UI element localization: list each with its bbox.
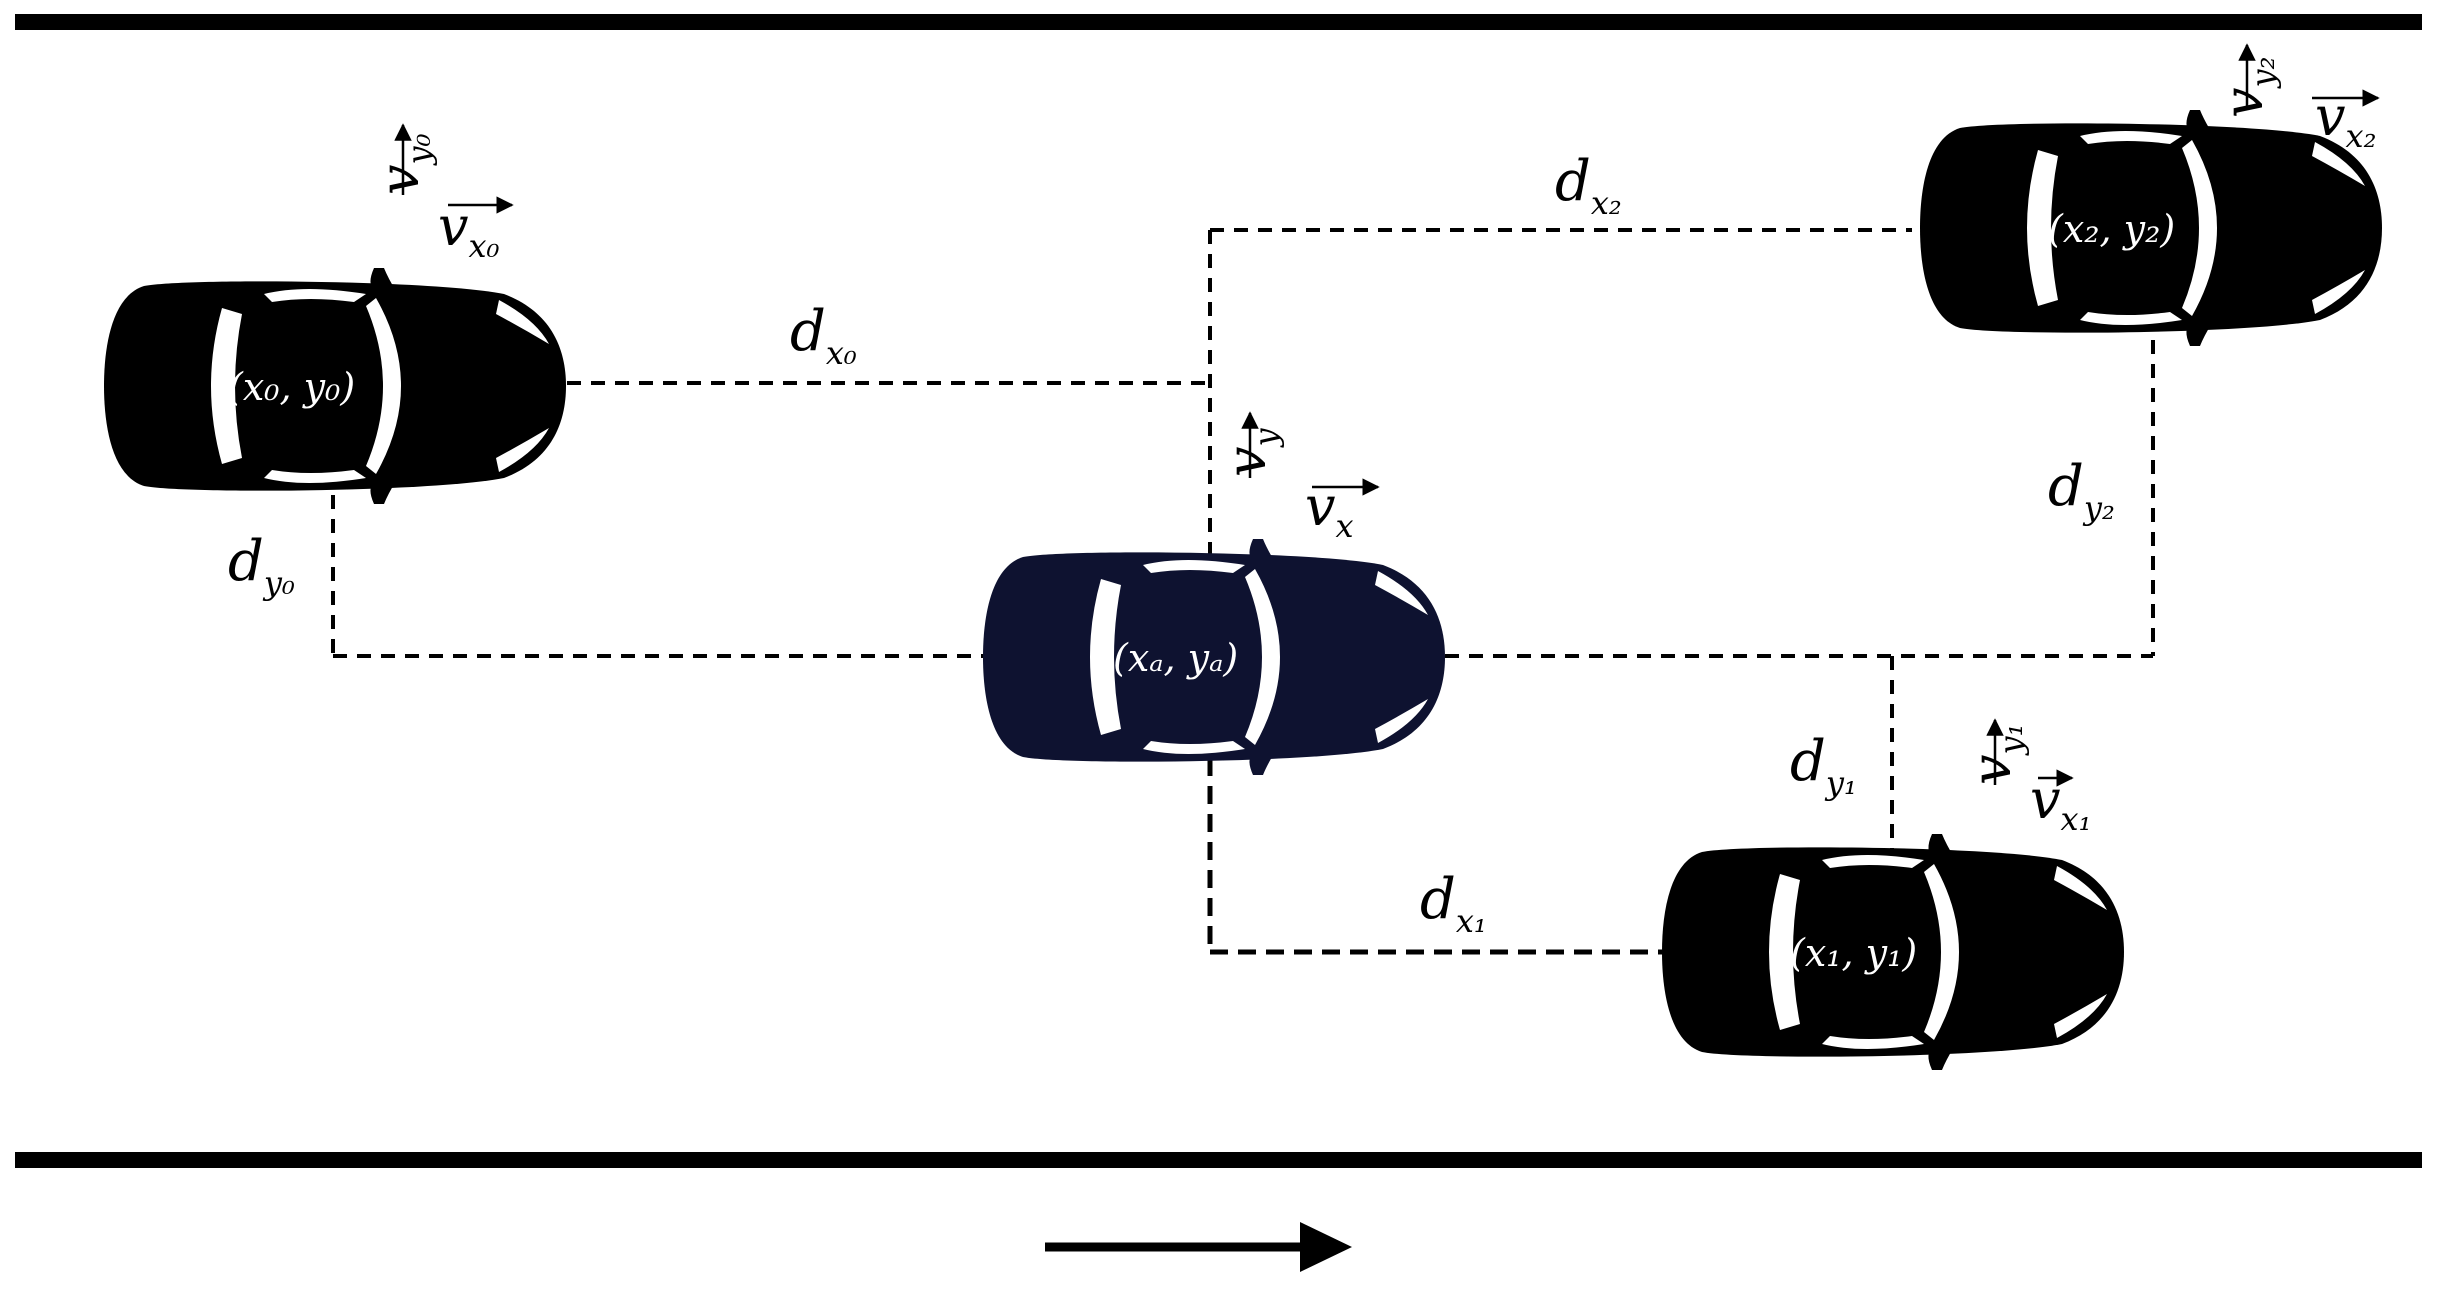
right-arrow-icon: [1045, 1222, 1352, 1272]
dx0-label: dx₀: [790, 299, 857, 372]
vx-label: vx: [1305, 475, 1354, 545]
car-2: (x₂, y₂): [1920, 110, 2382, 346]
vx0-label: vx₀: [438, 195, 500, 265]
vy2-label: vy₂: [2212, 57, 2282, 118]
vy-label: vy: [1215, 427, 1285, 477]
svg-text:vy: vy: [1215, 427, 1285, 477]
svg-text:vy₁: vy₁: [1960, 724, 2030, 785]
car-ego-label: (xₐ, yₐ): [1113, 636, 1238, 680]
velocity-arrows: [394, 43, 2380, 787]
vx1-label: vx₁: [2030, 768, 2091, 838]
velocity-labels: vy₀ vx₀ vy vx vy₁ vx₁ vy₂ vx₂: [368, 57, 2376, 838]
dx2-label: dx₂: [1555, 149, 1622, 222]
svg-text:vy₂: vy₂: [2212, 57, 2282, 118]
dx1-label: dx₁: [1420, 867, 1487, 940]
distance-lines: [331, 228, 2155, 955]
vy1-label: vy₁: [1960, 724, 2030, 785]
car-1: (x₁, y₁): [1662, 834, 2124, 1070]
vy0-label: vy₀: [368, 133, 438, 195]
road-bottom-edge: [15, 1152, 2422, 1168]
car-ego: (xₐ, yₐ): [983, 539, 1445, 775]
car-1-label: (x₁, y₁): [1790, 931, 1917, 975]
car-0-label: (x₀, y₀): [228, 365, 355, 409]
car-0: (x₀, y₀): [104, 268, 566, 504]
vx2-label: vx₂: [2315, 85, 2376, 155]
distance-labels: dx₀ dy₀ dx₂ dy₂ dy₁ dx₁: [228, 149, 2115, 940]
dy2-label: dy₂: [2048, 454, 2115, 527]
dy1-label: dy₁: [1790, 729, 1857, 802]
dy0-label: dy₀: [228, 529, 295, 602]
car-2-label: (x₂, y₂): [2048, 207, 2175, 251]
svg-text:vy₀: vy₀: [368, 133, 438, 195]
road-top-edge: [15, 14, 2422, 30]
